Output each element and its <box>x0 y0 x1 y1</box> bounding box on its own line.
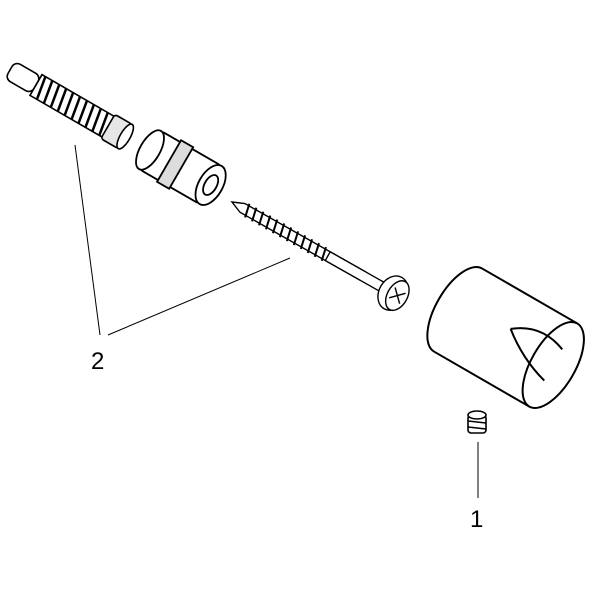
screw <box>230 201 410 312</box>
callout-label-2: 2 <box>91 348 105 375</box>
leader-line-2b <box>107 257 291 336</box>
set-screw <box>467 410 487 434</box>
spacer-ring <box>135 129 227 206</box>
leader-line-2a <box>74 144 101 336</box>
callout-label-1: 1 <box>470 506 484 533</box>
wall-plug <box>6 62 135 150</box>
hook-body <box>426 266 585 409</box>
